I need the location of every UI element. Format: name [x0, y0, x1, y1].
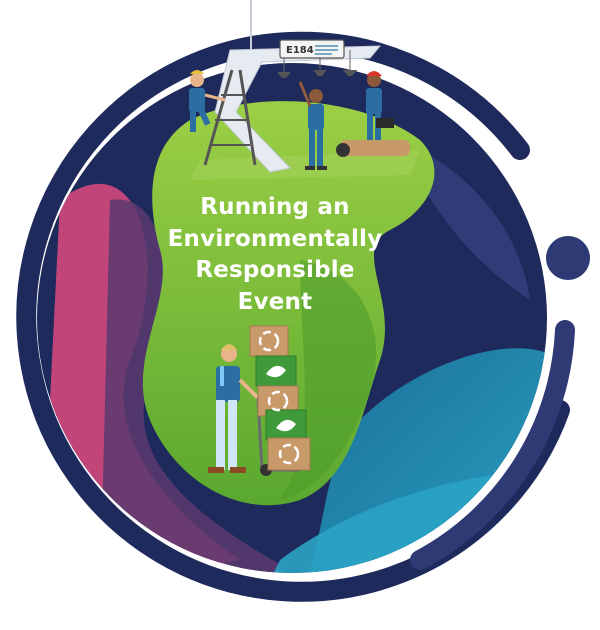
- carpet-roll: [336, 140, 410, 157]
- outer-ring-accent: [410, 320, 575, 570]
- recycle-icon: [278, 443, 300, 465]
- headline-line-1: Running an: [200, 194, 350, 220]
- info-dot-icon: [546, 236, 590, 280]
- worker-handtruck: [208, 344, 260, 473]
- recycle-icon: [267, 390, 289, 412]
- headline-title: Running an Environmentally Responsible E…: [120, 192, 430, 318]
- booth-structure: [214, 0, 382, 173]
- booth-sign-code: E184: [286, 45, 314, 56]
- booth-sign: E184: [279, 39, 345, 59]
- headline-line-4: Event: [237, 288, 313, 315]
- worker-toolbox: [366, 71, 394, 150]
- recycle-icon: [258, 330, 280, 352]
- worker-ladder: [189, 70, 226, 132]
- stand-floor: [190, 150, 420, 180]
- leaf-icon: [266, 365, 286, 378]
- box-stack: [249, 325, 311, 471]
- ladder: [203, 69, 257, 166]
- headline-line-2: Environmentally: [167, 225, 383, 252]
- worker-center: [298, 81, 327, 170]
- plum-wave: [100, 199, 290, 573]
- headline-line-3: Responsible: [195, 257, 355, 283]
- leaf-icon: [276, 419, 296, 432]
